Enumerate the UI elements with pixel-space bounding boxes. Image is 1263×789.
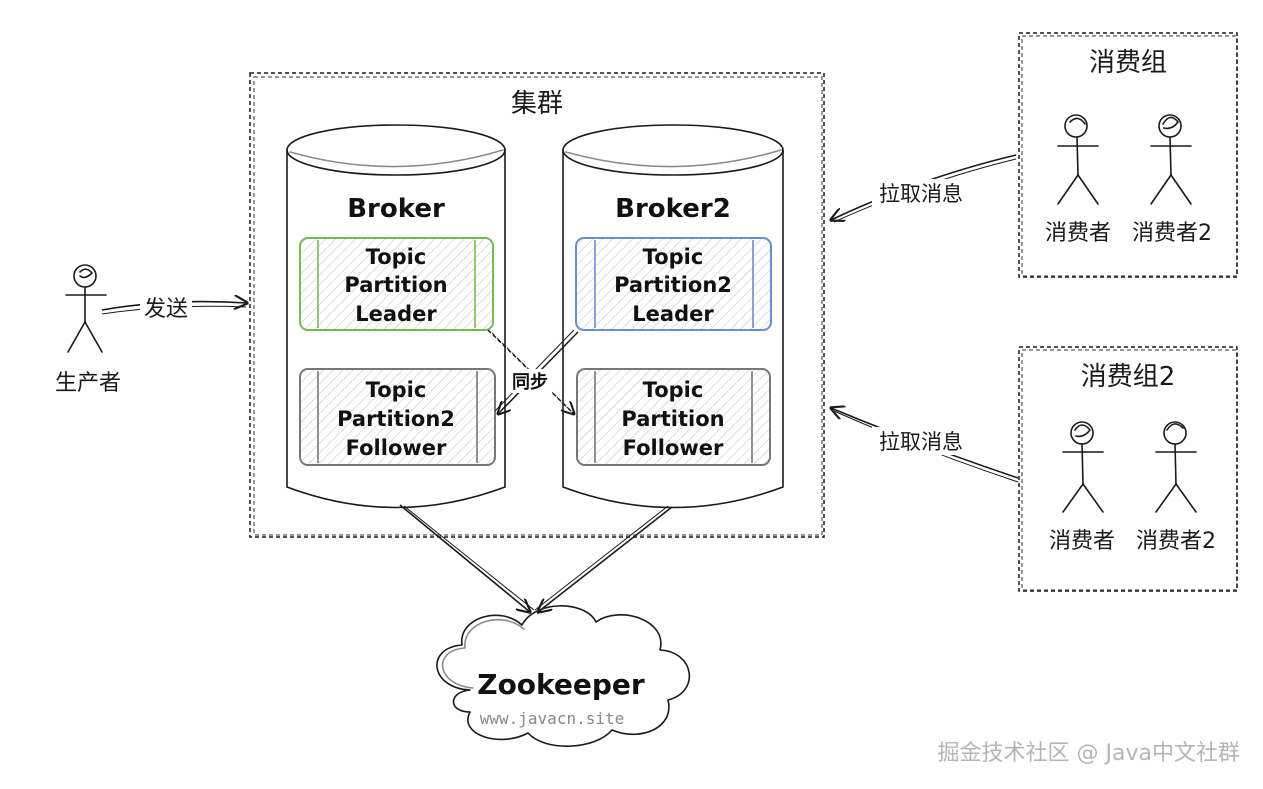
broker-1-follower-line1: Topic: [366, 378, 427, 402]
producer-label: 生产者: [55, 371, 121, 396]
broker-1-leader-line2: Partition: [344, 273, 447, 297]
broker-2-follower-partition: Topic Partition Follower: [576, 368, 771, 466]
consumer-group-1-title: 消费组: [1089, 48, 1167, 78]
consumer-group-2: 消费组2 消费者 消费者2: [1018, 346, 1238, 592]
consumer-4-stick-figure-icon: [1155, 421, 1197, 513]
broker-2-follower-line3: Follower: [623, 436, 724, 460]
consumer-3-stick-figure-icon: [1062, 421, 1104, 513]
consumer-group-2-title: 消费组2: [1081, 362, 1176, 392]
broker-1-name: Broker: [347, 194, 445, 224]
producer-stick-figure-icon: [65, 264, 107, 353]
consumer-1-stick-figure-icon: [1057, 114, 1099, 205]
broker-2-leader-line3: Leader: [632, 302, 714, 326]
broker-1-follower-line2: Partition2: [337, 407, 455, 431]
broker-1-leader-line1: Topic: [366, 245, 427, 269]
broker-2-leader-line1: Topic: [643, 245, 704, 269]
cluster-box: 集群: [249, 72, 825, 538]
broker-2-follower-line1: Topic: [643, 378, 704, 402]
consumer-2-stick-figure-icon: [1150, 114, 1192, 205]
pull-label-1: 拉取消息: [879, 182, 963, 206]
zookeeper-cloud: Zookeeper www.javacn.site: [436, 605, 691, 747]
pull-label-2: 拉取消息: [879, 430, 963, 454]
sync-label: 同步: [512, 371, 548, 393]
zookeeper-title: Zookeeper: [477, 668, 645, 701]
pull-arrow-1: 拉取消息: [831, 154, 1017, 223]
consumer-group-2-consumer-1: 消费者: [1049, 529, 1115, 554]
consumer-group-1-consumer-2: 消费者2: [1132, 221, 1212, 246]
send-arrow: 发送: [101, 296, 247, 322]
consumer-group-1-consumer-1: 消费者: [1045, 221, 1111, 246]
broker-2-follower-line2: Partition: [621, 407, 724, 431]
broker-1-follower-line3: Follower: [346, 436, 447, 460]
broker-1-leader-partition: Topic Partition Leader: [299, 237, 494, 331]
broker-1-leader-line3: Leader: [355, 302, 437, 326]
cluster-title: 集群: [511, 89, 563, 119]
broker-2-leader-line2: Partition2: [614, 273, 732, 297]
pull-arrow-2: 拉取消息: [831, 408, 1019, 483]
broker-1: Broker Topic Partition Leader Topic Part…: [286, 124, 506, 509]
consumer-group-1: 消费组 消费者 消费者2: [1018, 32, 1238, 278]
zookeeper-site: www.javacn.site: [480, 709, 625, 728]
producer: 生产者: [55, 264, 121, 396]
broker-1-follower-partition: Topic Partition2 Follower: [299, 368, 496, 466]
watermark: 掘金技术社区 @ Java中文社群: [938, 741, 1240, 766]
broker-2-leader-partition: Topic Partition2 Leader: [575, 237, 772, 331]
zookeeper-arrows: [399, 504, 673, 612]
consumer-group-2-consumer-2: 消费者2: [1136, 529, 1216, 554]
broker-2-name: Broker2: [615, 194, 731, 224]
sync-arrows: 同步: [487, 329, 579, 418]
send-label: 发送: [144, 297, 188, 322]
broker-2: Broker2 Topic Partition2 Leader Topic Pa…: [562, 124, 784, 509]
